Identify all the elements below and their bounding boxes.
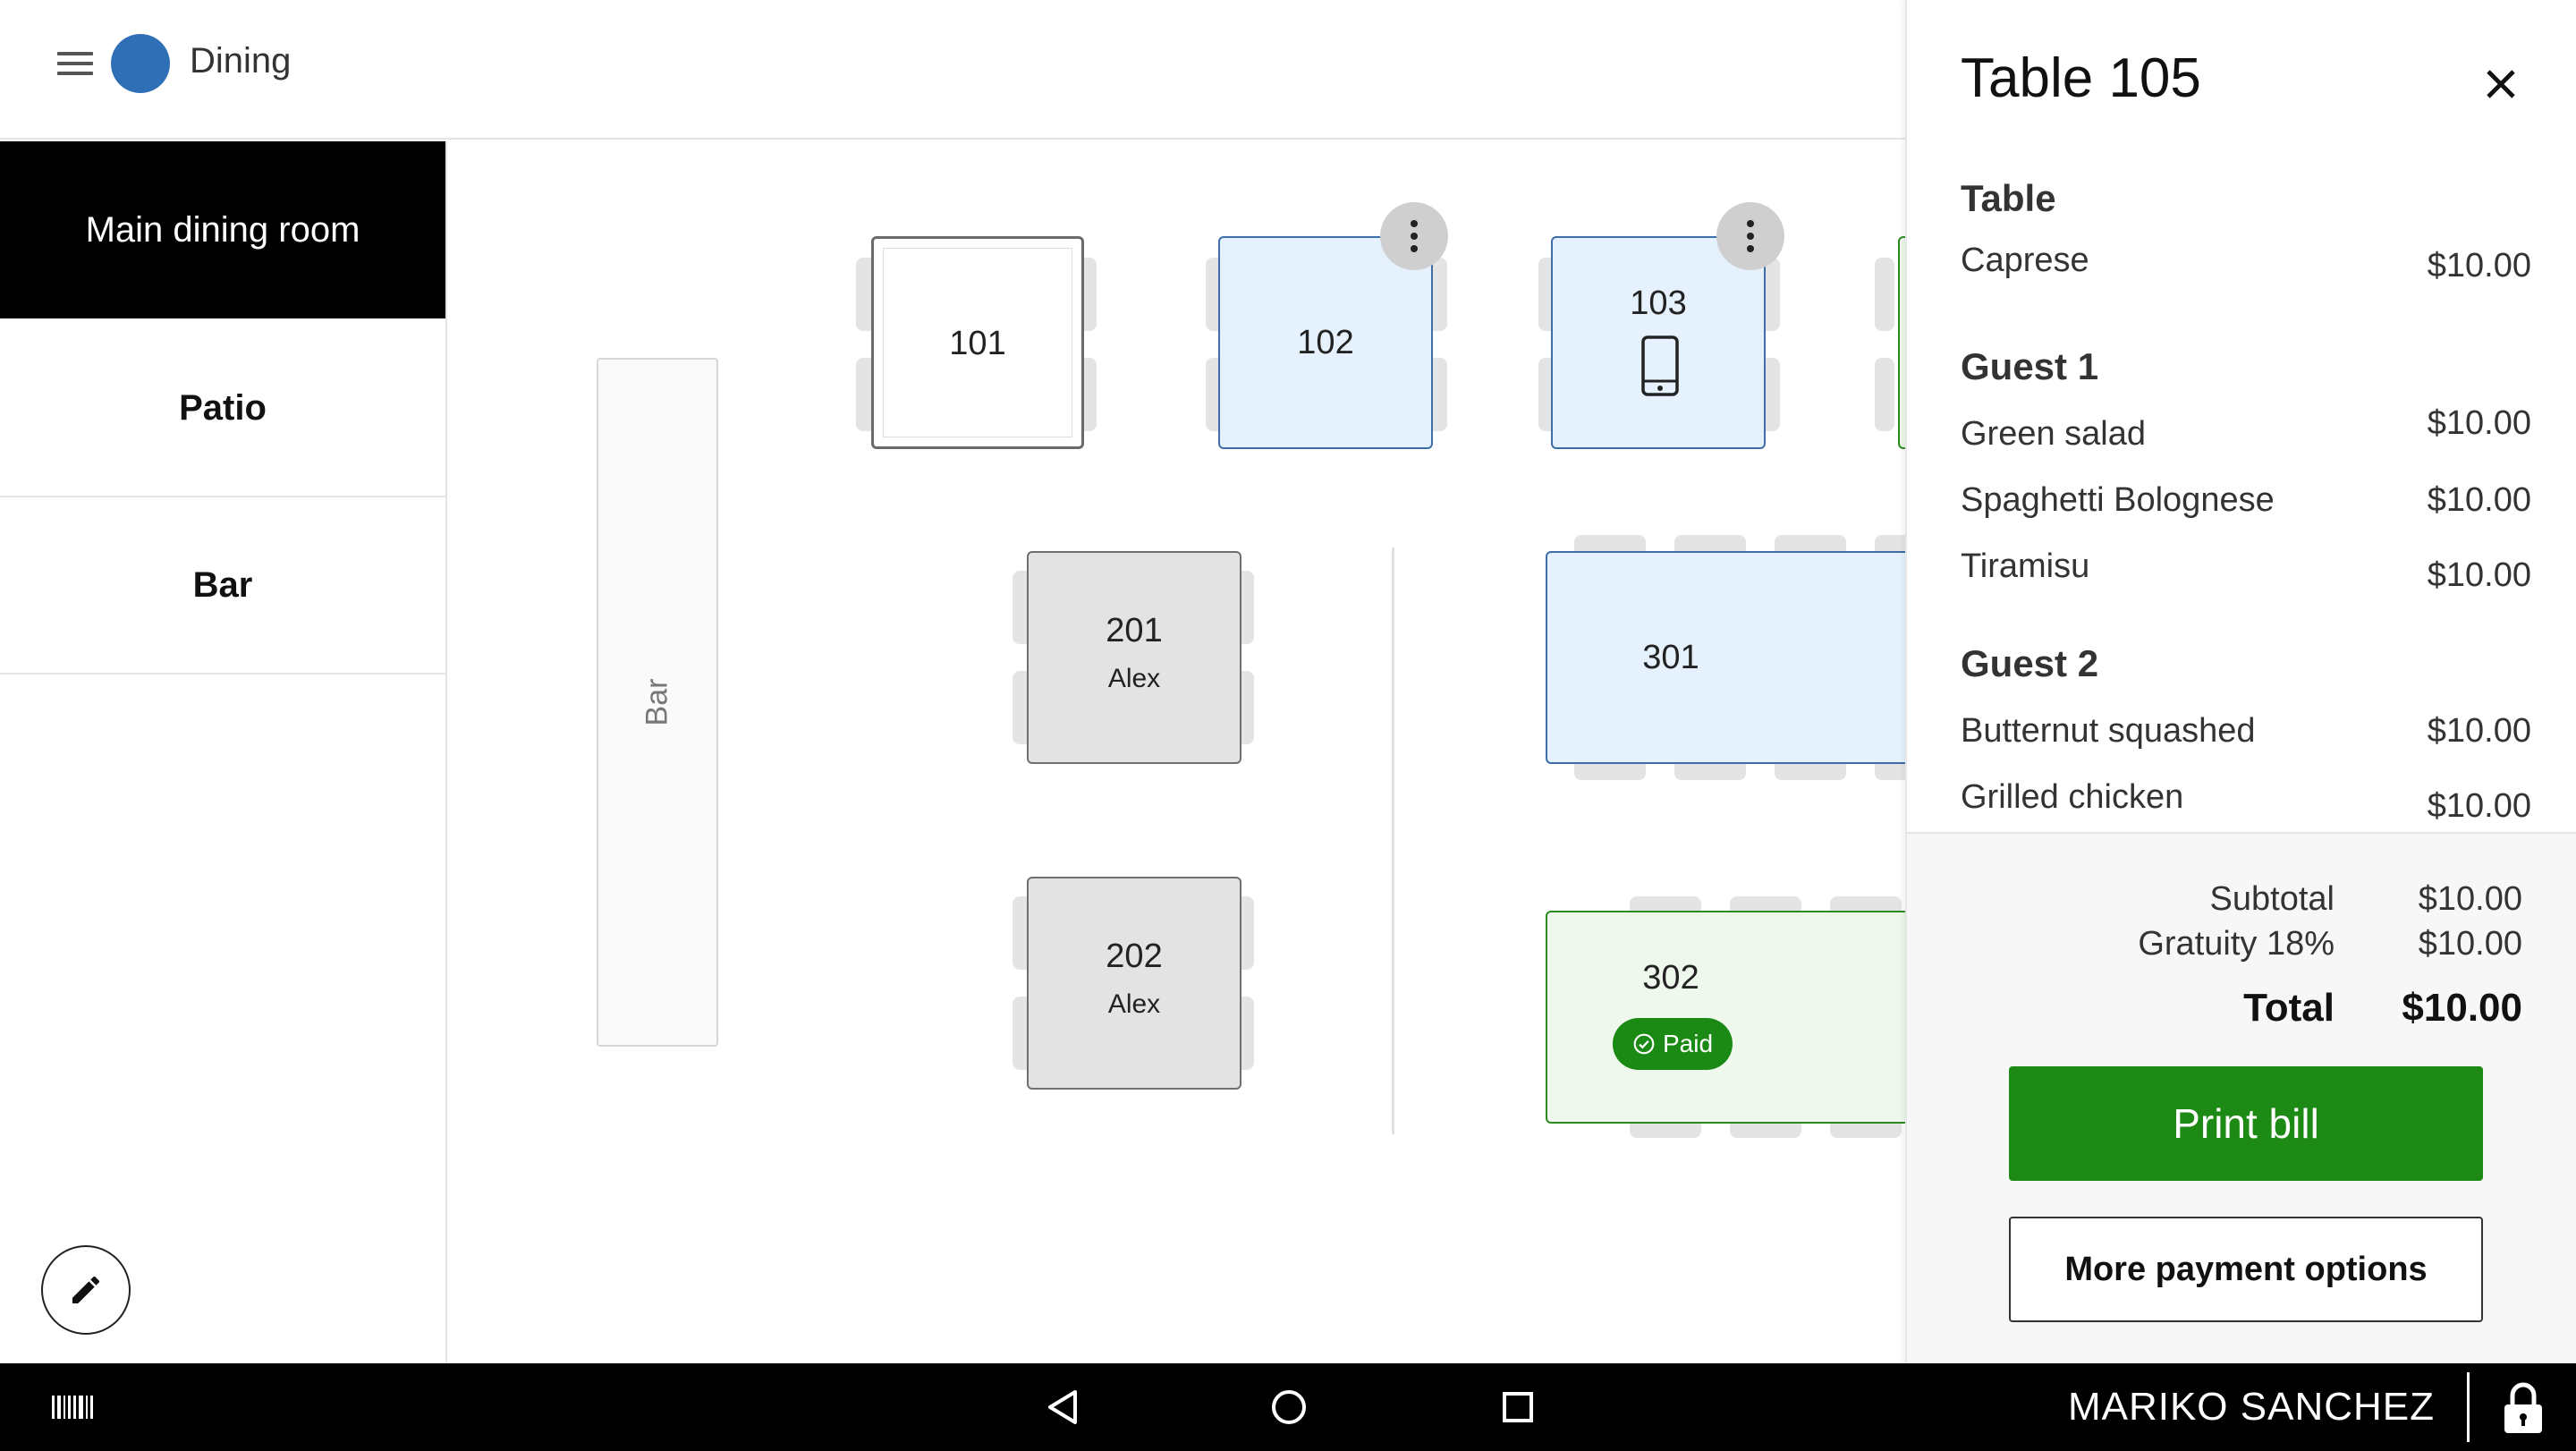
more-payment-options-button[interactable]: More payment options — [2009, 1217, 2483, 1322]
table-102[interactable]: 102 — [1218, 236, 1433, 449]
total-label: Total — [2243, 986, 2334, 1030]
chair — [856, 258, 876, 331]
section-heading-guest-1: Guest 1 — [1961, 345, 2099, 387]
chair — [1875, 258, 1894, 331]
top-app-bar: Dining — [0, 0, 1905, 140]
gratuity-label: Gratuity 18% — [2138, 925, 2334, 963]
system-navigation-bar: MARIKO SANCHEZ — [0, 1363, 2576, 1451]
back-icon[interactable] — [1045, 1388, 1080, 1426]
room-item-patio[interactable]: Patio — [0, 320, 445, 497]
table-201[interactable]: 201 Alex — [1027, 551, 1241, 764]
table-103[interactable]: 103 — [1551, 236, 1766, 449]
table-number: 302 — [1642, 959, 1699, 997]
close-icon[interactable] — [2479, 63, 2522, 106]
signed-in-user-name[interactable]: MARIKO SANCHEZ — [2067, 1385, 2435, 1429]
floor-plan: Bar 101 102 103 — [449, 141, 1905, 1363]
table-detail-panel: Table 105 Table Caprese $10.00 Guest 1 G… — [1905, 0, 2576, 1363]
table-number: 201 — [1106, 612, 1163, 649]
brand-logo — [111, 34, 170, 93]
order-item-name[interactable]: Green salad — [1961, 415, 2147, 453]
order-item-name[interactable]: Grilled chicken — [1961, 778, 2184, 816]
lock-icon[interactable] — [2501, 1379, 2546, 1437]
recent-apps-icon[interactable] — [1503, 1392, 1533, 1422]
room-sidebar: Main dining room Patio Bar — [0, 141, 447, 1363]
section-heading-guest-2: Guest 2 — [1961, 642, 2099, 684]
barcode-scanner-icon[interactable] — [52, 1396, 94, 1419]
subtotal-label: Subtotal — [2209, 880, 2334, 918]
order-item-price: $10.00 — [2427, 481, 2531, 519]
order-item-price: $10.00 — [2427, 787, 2531, 825]
table-102-more-options-icon[interactable] — [1380, 202, 1448, 270]
order-item-price: $10.00 — [2427, 247, 2531, 284]
divider — [2467, 1372, 2470, 1442]
table-number: 202 — [1106, 938, 1163, 975]
chair — [856, 358, 876, 431]
floor-divider — [1392, 547, 1394, 1134]
order-item-name[interactable]: Spaghetti Bolognese — [1961, 481, 2275, 519]
home-icon[interactable] — [1272, 1390, 1306, 1424]
table-103-more-options-icon[interactable] — [1716, 202, 1784, 270]
app-title: Dining — [190, 41, 292, 81]
totals-footer: Subtotal $10.00 Gratuity 18% $10.00 Tota… — [1907, 832, 2576, 1363]
table-server-name: Alex — [1107, 664, 1161, 693]
table-301[interactable]: 301 — [1546, 551, 1905, 764]
print-bill-button[interactable]: Print bill — [2009, 1066, 2483, 1181]
order-item-name[interactable]: Caprese — [1961, 242, 2089, 279]
order-item-price: $10.00 — [2427, 712, 2531, 750]
panel-title: Table 105 — [1961, 47, 2201, 109]
paid-status-badge: Paid — [1612, 1018, 1733, 1070]
paid-status-label: Paid — [1662, 1030, 1714, 1057]
chair — [1875, 358, 1894, 431]
gratuity-value: $10.00 — [2418, 925, 2522, 963]
subtotal-value: $10.00 — [2418, 880, 2522, 918]
table-101[interactable]: 101 — [871, 236, 1084, 449]
order-item-name[interactable]: Tiramisu — [1961, 547, 2090, 585]
table-number: 102 — [1297, 324, 1354, 361]
room-item-main-dining-room[interactable]: Main dining room — [0, 141, 445, 318]
table-partial[interactable] — [1898, 236, 1905, 449]
order-item-price: $10.00 — [2427, 556, 2531, 594]
hamburger-menu-icon[interactable] — [57, 52, 93, 79]
table-302[interactable]: 302 Paid — [1546, 911, 1905, 1124]
bar-counter-label: Bar — [640, 678, 674, 726]
table-number: 101 — [949, 325, 1006, 362]
table-202[interactable]: 202 Alex — [1027, 877, 1241, 1090]
table-selection-inset — [883, 248, 1072, 437]
room-item-bar[interactable]: Bar — [0, 497, 445, 675]
table-server-name: Alex — [1107, 989, 1161, 1019]
mobile-order-icon — [1641, 335, 1679, 396]
table-number: 301 — [1642, 639, 1699, 676]
edit-layout-button[interactable] — [41, 1245, 131, 1335]
order-item-name[interactable]: Butternut squashed — [1961, 712, 2256, 750]
check-circle-icon — [1633, 1033, 1655, 1055]
table-number: 103 — [1630, 284, 1687, 322]
bar-counter[interactable]: Bar — [597, 358, 718, 1047]
section-heading-table: Table — [1961, 177, 2056, 219]
pencil-icon — [72, 1276, 100, 1303]
total-value: $10.00 — [2402, 986, 2522, 1030]
order-item-price: $10.00 — [2427, 404, 2531, 442]
